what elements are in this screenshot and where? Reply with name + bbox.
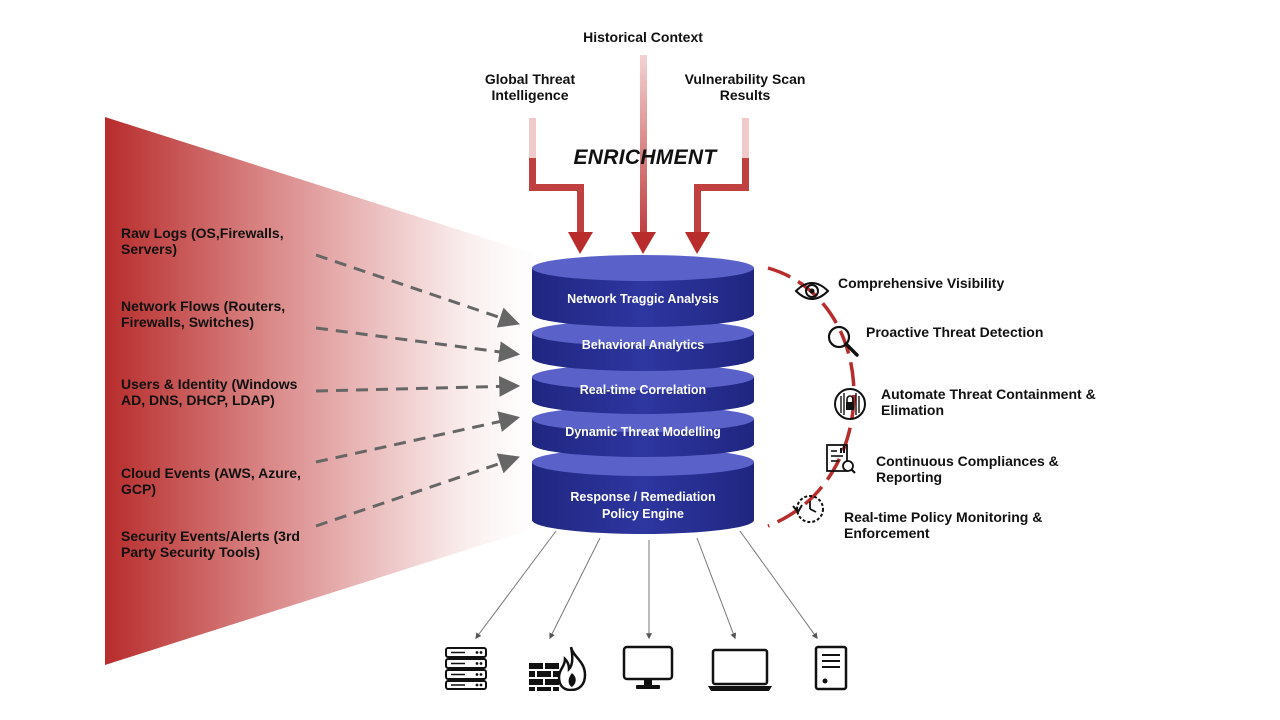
tower-server-icon bbox=[814, 645, 848, 691]
server-rack-icon bbox=[445, 647, 487, 690]
outcome-containment: Automate Threat Containment & Elimation bbox=[881, 386, 1096, 418]
layer-correlation: Real-time Correlation bbox=[579, 383, 707, 397]
arrow-raw-logs bbox=[315, 253, 520, 328]
source-raw-logs: Raw Logs (OS,Firewalls, Servers) bbox=[121, 225, 284, 257]
label-historical-context: Historical Context bbox=[583, 29, 703, 45]
arrow-network-flows bbox=[315, 326, 521, 363]
layer-threat-modelling: Dynamic Threat Modelling bbox=[565, 425, 721, 439]
pipe-vuln bbox=[694, 120, 749, 232]
layer-network-traffic: Network Traggic Analysis bbox=[567, 292, 719, 306]
clock-refresh-icon bbox=[792, 495, 824, 523]
outcome-compliance: Continuous Compliances & Reporting bbox=[876, 453, 1059, 485]
arrowhead-global bbox=[568, 232, 593, 254]
pipe-historical bbox=[640, 55, 647, 233]
source-cloud-events: Cloud Events (AWS, Azure, GCP) bbox=[121, 465, 301, 497]
monitor-icon bbox=[622, 645, 674, 689]
source-users-identity: Users & Identity (Windows AD, DNS, DHCP,… bbox=[121, 376, 298, 408]
eye-icon bbox=[794, 282, 830, 300]
endpoint-lines bbox=[475, 530, 818, 640]
magnifier-icon bbox=[827, 325, 859, 357]
laptop-icon bbox=[708, 648, 772, 691]
data-funnel bbox=[105, 117, 560, 665]
arrow-cloud bbox=[315, 411, 521, 464]
label-vuln-scan: Vulnerability Scan Results bbox=[684, 71, 806, 103]
firewall-icon bbox=[529, 646, 587, 691]
layer-response-engine: Response / Remediation Policy Engine bbox=[570, 490, 716, 521]
lock-shield-icon bbox=[834, 388, 866, 420]
source-security-events: Security Events/Alerts (3rd Party Securi… bbox=[121, 528, 300, 560]
enrichment-title: ENRICHMENT bbox=[573, 146, 717, 169]
outcome-threat-detection: Proactive Threat Detection bbox=[866, 324, 1044, 340]
source-network-flows: Network Flows (Routers, Firewalls, Switc… bbox=[121, 298, 286, 330]
pipe-global bbox=[529, 120, 584, 232]
outcome-visibility: Comprehensive Visibility bbox=[838, 275, 1005, 291]
arrow-security bbox=[315, 453, 520, 528]
label-global-threat-intel: Global Threat Intelligence bbox=[484, 71, 576, 103]
arrowhead-vuln bbox=[685, 232, 710, 254]
layer-behavioral: Behavioral Analytics bbox=[581, 338, 705, 352]
arrow-identity bbox=[315, 375, 521, 397]
arrowhead-historical bbox=[631, 232, 656, 254]
enrichment-pipes bbox=[529, 55, 749, 254]
database-stack bbox=[532, 255, 754, 534]
report-icon bbox=[826, 444, 856, 474]
source-arrows bbox=[315, 253, 521, 528]
outcome-policy-monitoring: Real-time Policy Monitoring & Enforcemen… bbox=[844, 509, 1043, 541]
